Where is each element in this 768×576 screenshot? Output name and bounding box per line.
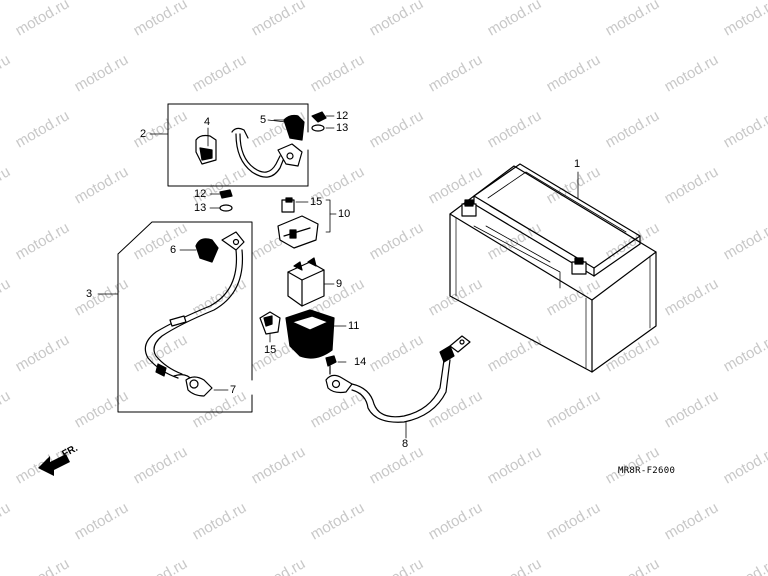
callout-13-lower: 13 [194, 202, 207, 214]
callout-3: 3 [86, 288, 93, 300]
callout-6: 6 [170, 244, 177, 256]
item-2-group-box [167, 103, 309, 187]
callout-9: 9 [336, 278, 343, 290]
callout-8: 8 [402, 438, 409, 450]
callout-1: 1 [574, 158, 581, 170]
callout-15-lower: 15 [264, 344, 277, 356]
callout-15-upper: 15 [310, 196, 323, 208]
callout-14: 14 [354, 356, 367, 368]
battery [449, 163, 657, 373]
terminal-7 [185, 376, 229, 397]
callout-2: 2 [140, 128, 147, 140]
nut-washer-upper [311, 111, 335, 132]
callout-13-upper: 13 [336, 122, 349, 134]
connector-15-lower [259, 311, 281, 343]
nut-washer-lower [209, 189, 233, 212]
terminal-cover-5 [267, 114, 305, 141]
cable-3 [144, 231, 245, 381]
callout-12-upper: 12 [336, 110, 349, 122]
callout-11: 11 [348, 320, 360, 332]
front-direction-arrow [38, 454, 70, 476]
callout-5: 5 [260, 114, 267, 126]
item-3-group-box [117, 221, 253, 413]
bolt-14 [325, 355, 347, 375]
connector-10 [277, 197, 337, 249]
relay-cover-11 [285, 309, 347, 359]
callout-12-lower: 12 [194, 188, 207, 200]
cable-2 [231, 127, 303, 178]
callout-4: 4 [204, 116, 211, 128]
terminal-cover-4 [195, 127, 217, 165]
diagram-code: MR8R-F2600 [618, 466, 676, 476]
starter-relay-9 [287, 257, 335, 307]
ground-cable-8 [325, 335, 471, 439]
callout-10: 10 [338, 208, 351, 220]
callout-7: 7 [230, 384, 237, 396]
terminal-cover-6 [179, 238, 219, 263]
